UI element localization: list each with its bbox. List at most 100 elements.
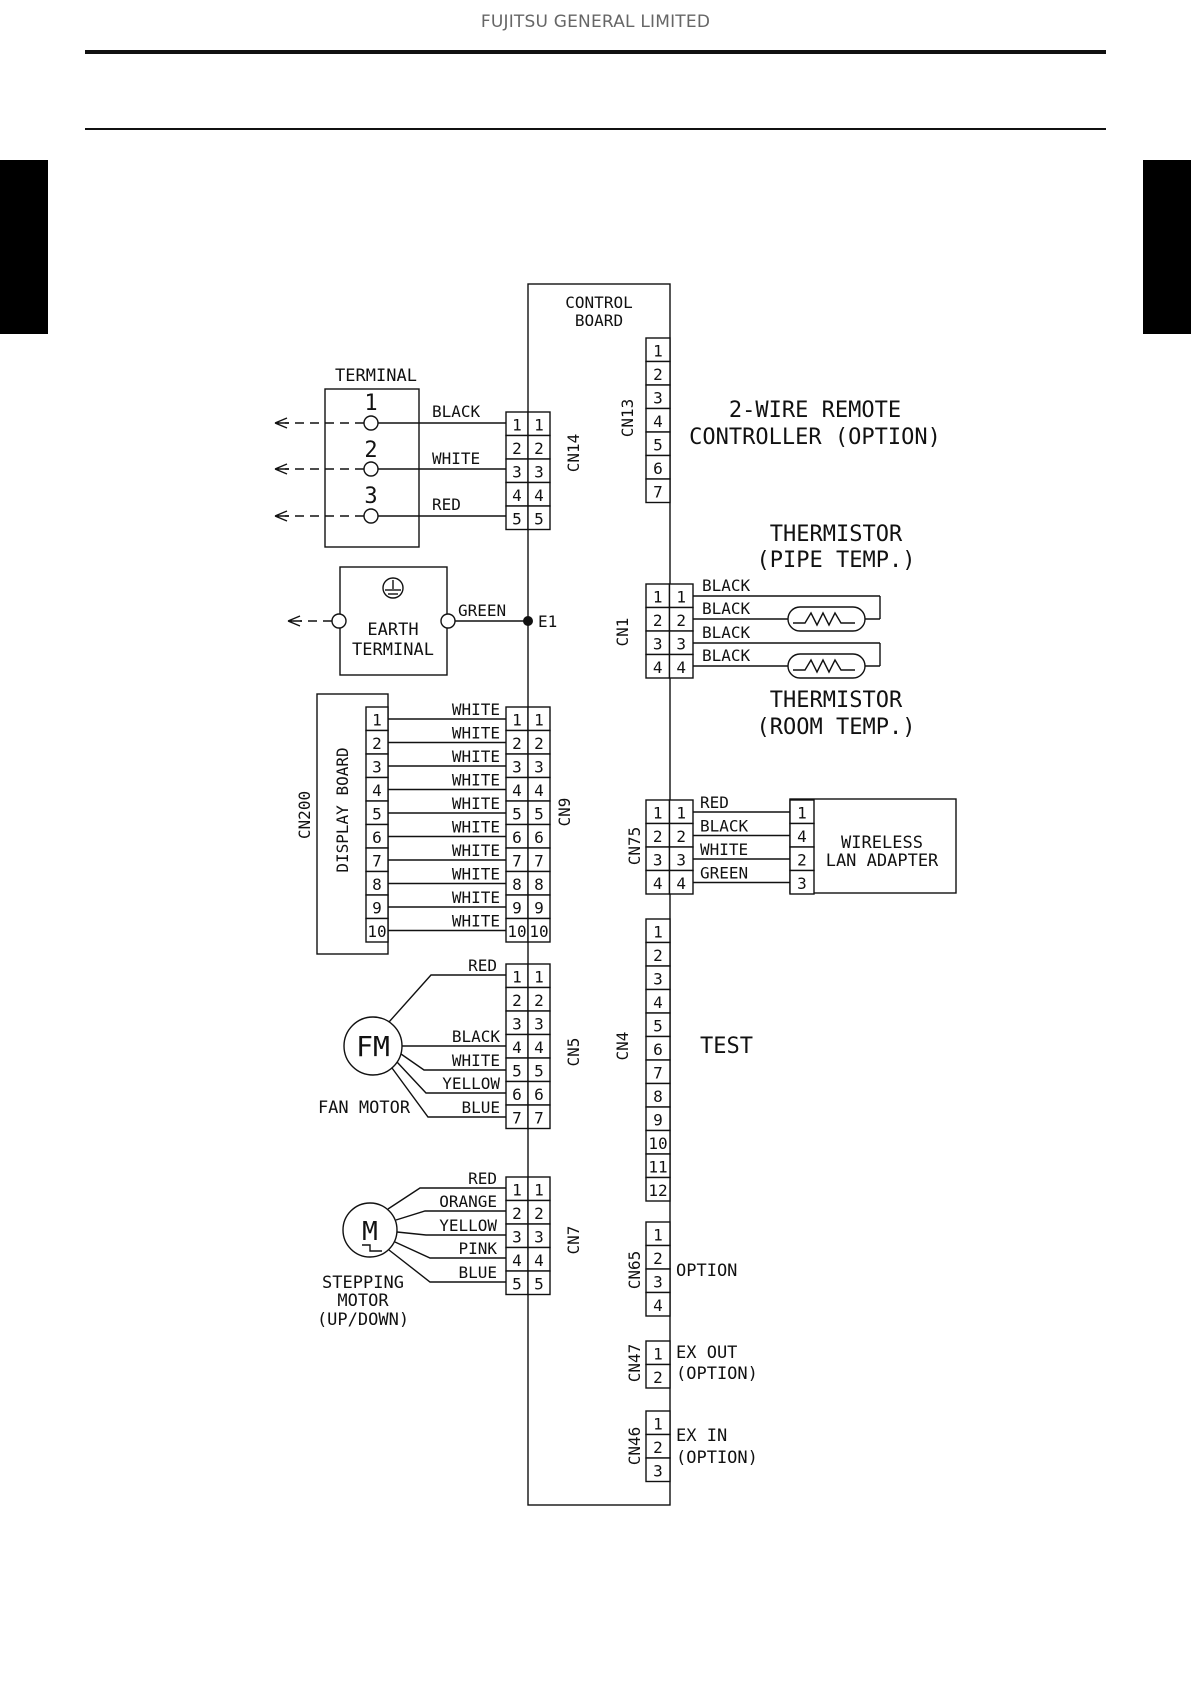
cn14-pin-number: 3 (512, 463, 522, 482)
cn13-pin-number: 1 (653, 342, 663, 361)
cn46-pin-number: 2 (653, 1438, 663, 1457)
cn13-pin-number: 7 (653, 483, 663, 502)
cn1-wire-1: BLACK (702, 576, 751, 595)
cn4-pin-number: 10 (648, 1134, 667, 1153)
cn75-wire-label: GREEN (700, 864, 748, 883)
cn200-pin-number: 5 (372, 805, 382, 824)
cn1-label: CN1 (613, 618, 632, 647)
earth-label-2: TERMINAL (352, 640, 434, 660)
cn5-pin-number: 1 (534, 968, 544, 987)
cn7-wire-red: RED (468, 1169, 497, 1188)
cn7-label: CN7 (564, 1226, 583, 1255)
cn200-pin-number: 6 (372, 828, 382, 847)
cn5-pin-number: 6 (534, 1085, 544, 1104)
cn7-wire-yellow: YELLOW (439, 1216, 497, 1235)
cn200-pin-number: 7 (372, 852, 382, 871)
cn1-pin-number: 3 (653, 635, 663, 654)
cn75-pin-number: 2 (676, 827, 686, 846)
cn5-pin-number: 2 (534, 991, 544, 1010)
thermistor-pipe-label-1: THERMISTOR (770, 522, 903, 547)
cn5-wire-white: WHITE (452, 1051, 500, 1070)
cn9-pin-number: 10 (529, 922, 548, 941)
terminal-number-3: 3 (364, 484, 377, 509)
earth-ground-icon (382, 577, 404, 599)
terminal-title: TERMINAL (335, 366, 417, 386)
cn9-pin-number: 9 (534, 899, 544, 918)
cn14-pin-cell (527, 505, 551, 531)
arrow-left-icon (274, 463, 289, 475)
cn14-pin-number: 5 (512, 510, 522, 529)
header-rule-thick (85, 50, 1106, 54)
cn5-pin-number: 5 (512, 1062, 522, 1081)
cn1-pin-number: 4 (653, 658, 663, 677)
cn5-wire-yellow: YELLOW (442, 1074, 500, 1093)
cn9-wire-label: WHITE (452, 818, 500, 837)
cn1-pin-number: 1 (653, 588, 663, 607)
cn1-pin-number: 2 (676, 611, 686, 630)
arrow-left-icon (287, 615, 302, 627)
terminal-2-post (363, 461, 379, 477)
cn1-pin-number: 3 (676, 635, 686, 654)
cn9-pin-number: 7 (512, 852, 522, 871)
stepping-motor-label-2: MOTOR (337, 1291, 389, 1311)
adapter-pin-cell (789, 869, 815, 895)
cn7-pin-number: 5 (512, 1275, 522, 1294)
cn9-pin-cell (527, 917, 551, 943)
cn7-pin-number: 3 (512, 1228, 522, 1247)
cn46-pin-number: 1 (653, 1415, 663, 1434)
cn75-pin-number: 4 (676, 874, 686, 893)
cn65-pin-number: 4 (653, 1296, 663, 1315)
header-rule-thin (85, 128, 1106, 130)
cn14-pin-number: 1 (534, 416, 544, 435)
cn5-pin-number: 3 (512, 1015, 522, 1034)
cn75-pin-number: 3 (676, 851, 686, 870)
cn7-wire-orange: ORANGE (439, 1192, 497, 1211)
cn46-desc-1: EX IN (676, 1426, 727, 1446)
cn200-label: CN200 (295, 791, 314, 839)
cn7-pin-number: 2 (512, 1204, 522, 1223)
cn14-pin-number: 5 (534, 510, 544, 529)
adapter-pin-number: 4 (797, 827, 807, 846)
cn9-wire-label: WHITE (452, 888, 500, 907)
cn9-label: CN9 (555, 798, 574, 827)
fan-motor-label: FAN MOTOR (318, 1098, 411, 1118)
cn4-label: CN4 (613, 1032, 632, 1061)
cn47-pin-cell (645, 1363, 671, 1389)
cn65-pin-number: 1 (653, 1226, 663, 1245)
right-edge-tab (1143, 160, 1191, 334)
cn4-pin-number: 8 (653, 1087, 663, 1106)
stepping-motor-icon (342, 1202, 398, 1258)
cn14-label: CN14 (564, 434, 583, 473)
cn9-wire-label: WHITE (452, 771, 500, 790)
cn9-wire-label: WHITE (452, 747, 500, 766)
cn7-wire-pink: PINK (458, 1239, 497, 1258)
cn13-pin-number: 5 (653, 436, 663, 455)
arrow-left-icon (274, 417, 289, 429)
cn7-pin-number: 3 (534, 1228, 544, 1247)
thermistor-pipe-icon (787, 606, 866, 632)
cn13-pin-cell (645, 478, 671, 504)
cn1-pin-number: 1 (676, 588, 686, 607)
cn65-pin-number: 3 (653, 1273, 663, 1292)
cn47-connector: 12 (645, 1340, 671, 1389)
earth-wire-green: GREEN (458, 601, 506, 620)
cn47-pin-number: 2 (653, 1368, 663, 1387)
terminal-block (324, 388, 420, 548)
cn9-pin-number: 10 (507, 922, 526, 941)
cn75-pin-number: 1 (653, 804, 663, 823)
cn7-pin-number: 1 (512, 1181, 522, 1200)
terminal-3-post (363, 508, 379, 524)
cn9-wire-label: WHITE (452, 865, 500, 884)
thermistor-pipe-label-2: (PIPE TEMP.) (757, 548, 916, 573)
earth-label-1: EARTH (367, 620, 418, 640)
terminal-2: 2 WHITE (274, 438, 506, 477)
stepping-motor-label-3: (UP/DOWN) (317, 1310, 409, 1330)
thermistor-room-label-2: (ROOM TEMP.) (757, 715, 916, 740)
cn5-pin-number: 1 (512, 968, 522, 987)
